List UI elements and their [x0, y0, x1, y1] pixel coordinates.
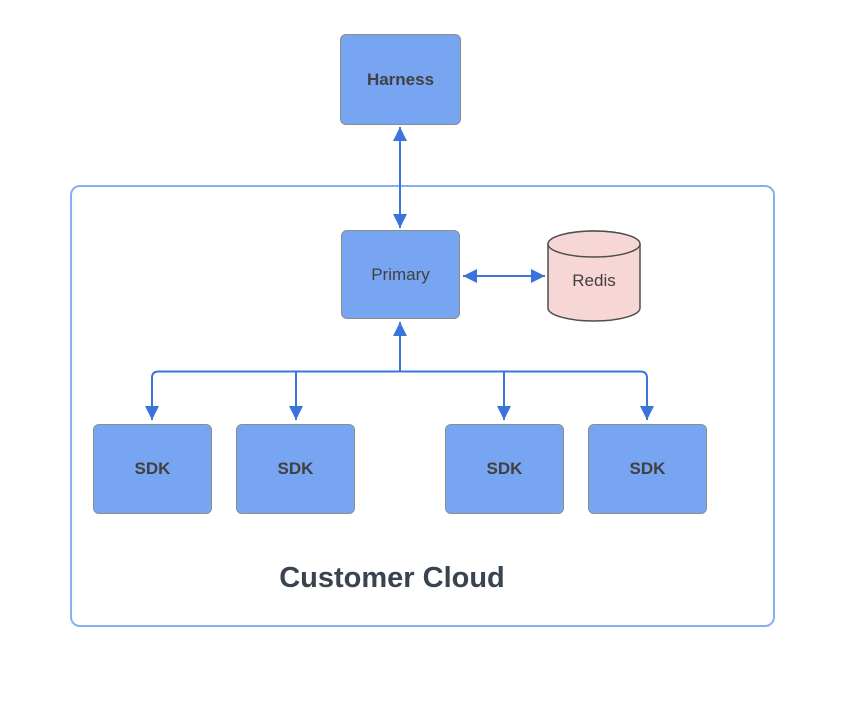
sdk-node-2[interactable]: SDK — [236, 424, 355, 514]
customer-cloud-container[interactable] — [70, 185, 775, 627]
sdk-label: SDK — [629, 459, 666, 478]
harness-node[interactable]: Harness — [340, 34, 461, 125]
customer-cloud-label: Customer Cloud — [279, 562, 505, 594]
sdk-label: SDK — [486, 459, 523, 478]
redis-cylinder-top[interactable] — [547, 230, 641, 258]
harness-label: Harness — [366, 69, 435, 89]
primary-label: Primary — [371, 264, 430, 284]
sdk-node-4[interactable]: SDK — [588, 424, 707, 514]
edge-primary-sdks[interactable] — [145, 322, 654, 421]
sdk-node-1[interactable]: SDK — [93, 424, 212, 514]
sdk-label: SDK — [277, 459, 314, 478]
primary-node[interactable]: Primary — [341, 230, 460, 319]
edge-sdk-trunk[interactable] — [145, 370, 654, 421]
redis-node[interactable]: Redis — [548, 250, 640, 312]
redis-label: Redis — [572, 271, 616, 290]
sdk-node-3[interactable]: SDK — [445, 424, 564, 514]
redis-cylinder[interactable] — [547, 230, 641, 322]
sdk-label: SDK — [134, 459, 171, 478]
